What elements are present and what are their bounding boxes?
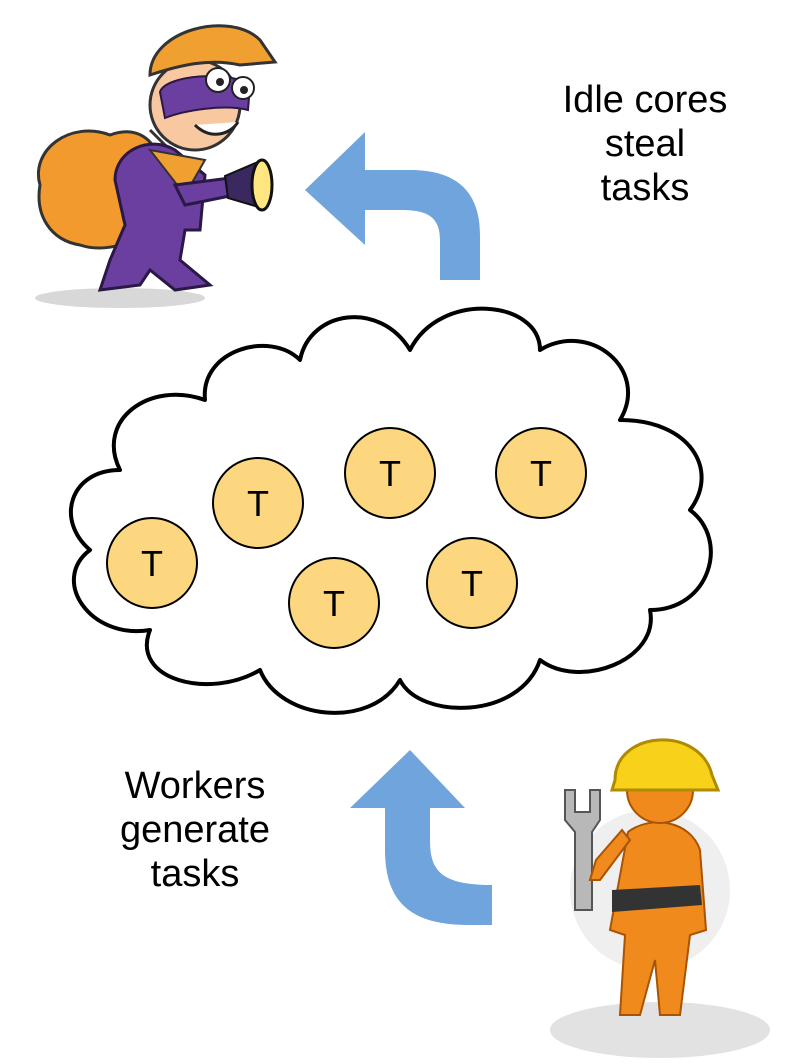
thief-icon — [35, 24, 278, 308]
worker-icon — [550, 738, 770, 1058]
steal-label-line-3: tasks — [600, 167, 690, 209]
task-token-circle — [426, 537, 518, 629]
steal-label: Idle cores steal tasks — [520, 78, 770, 210]
task-token-circle — [212, 457, 304, 549]
task-token: T — [106, 517, 198, 609]
task-token-label: T — [530, 453, 552, 494]
workers-label-line-1: Workers — [124, 765, 266, 807]
workers-label-line-2: generate — [119, 809, 270, 851]
task-token-label: T — [141, 543, 163, 584]
task-token: T — [495, 427, 587, 519]
task-token-label: T — [247, 483, 269, 524]
workers-label: Workers generate tasks — [85, 764, 305, 896]
steal-label-line-1: Idle cores — [562, 79, 728, 121]
task-token-label: T — [461, 563, 483, 604]
task-token-circle — [495, 427, 587, 519]
task-token-label: T — [379, 453, 401, 494]
steal-label-line-2: steal — [604, 123, 686, 165]
task-token: T — [344, 427, 436, 519]
task-token: T — [426, 537, 518, 629]
workers-label-line-3: tasks — [150, 853, 240, 895]
generate-arrow — [350, 750, 492, 925]
task-token-label: T — [323, 583, 345, 624]
task-token-circle — [106, 517, 198, 609]
task-token-circle — [288, 557, 380, 649]
task-token: T — [212, 457, 304, 549]
task-token-circle — [344, 427, 436, 519]
task-token: T — [288, 557, 380, 649]
steal-arrow — [305, 132, 480, 280]
